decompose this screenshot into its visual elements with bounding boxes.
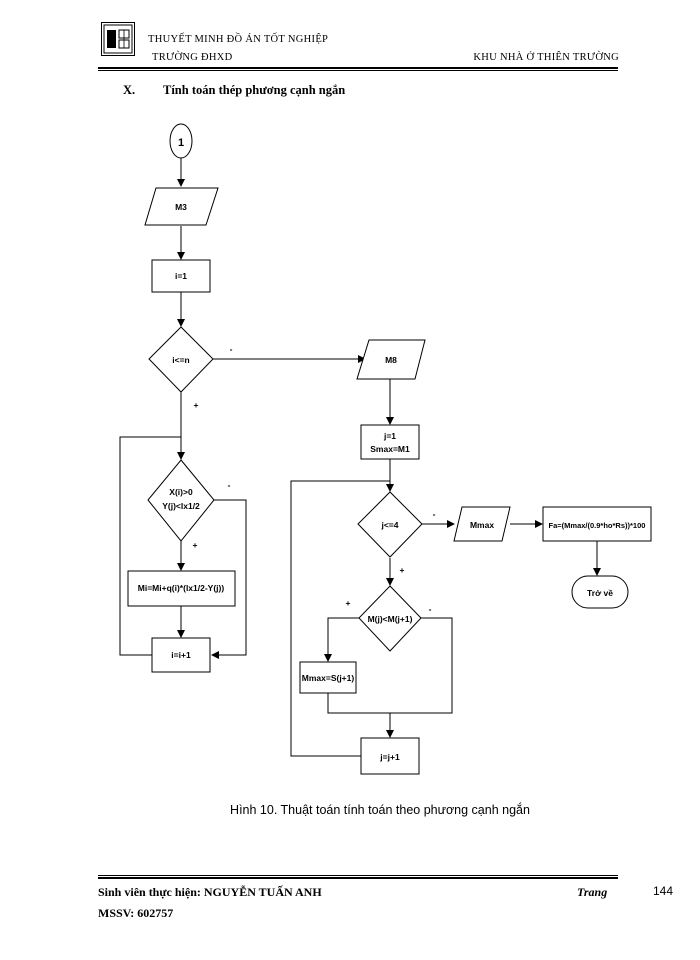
process-i-init — [151, 259, 211, 293]
connector — [327, 693, 390, 714]
section-number: X. — [123, 83, 136, 97]
header-project: KHU NHÀ Ở THIÊN TRƯỜNG — [473, 52, 619, 63]
branch-plus-j: + — [400, 565, 405, 575]
process-mmax-assign — [299, 661, 357, 694]
branch-minus-m: - — [429, 604, 432, 614]
branch-plus-i: + — [194, 400, 199, 410]
cond-x-label: X(i)>0 — [169, 487, 193, 497]
cond-y-label: Y(j)<lx1/2 — [162, 501, 200, 511]
connector — [211, 499, 247, 659]
footer-rule — [98, 877, 618, 879]
figure-caption: Hình 10. Thuật toán tính toán theo phươn… — [230, 803, 530, 817]
j-inc-label: j=j+1 — [379, 752, 400, 762]
footer-mssv: MSSV: 602757 — [98, 906, 174, 920]
process-j-inc — [360, 737, 420, 775]
loop-back-j — [290, 480, 390, 757]
university-logo — [101, 22, 135, 56]
branch-plus-x: + — [193, 540, 198, 550]
process-i-inc — [151, 637, 211, 673]
branch-minus-i: - — [230, 344, 233, 354]
m8-label: M8 — [385, 355, 397, 365]
mmax-assign-label: Mmax=S(j+1) — [302, 673, 355, 683]
loop-back-i — [119, 436, 181, 656]
output-mmax — [453, 506, 511, 542]
footer-student: Sinh viên thực hiện: NGUYỄN TUẤN ANH — [98, 885, 322, 899]
fa-label: Fa=(Mmax/(0.9*ho*Rs))*100 — [549, 521, 646, 530]
j-init-label: j=1 — [383, 431, 396, 441]
process-j-init — [360, 424, 420, 460]
process-fa — [542, 506, 652, 542]
input-m3 — [144, 187, 219, 226]
header-doc-title: THUYẾT MINH ĐỒ ÁN TỐT NGHIỆP — [148, 34, 329, 45]
process-mi-update — [127, 570, 236, 607]
branch-minus-j: - — [433, 509, 436, 519]
footer-trang: Trang — [577, 885, 608, 899]
i-init-label: i=1 — [175, 271, 187, 281]
connector — [390, 617, 453, 714]
start-connector — [169, 123, 193, 159]
m3-label: M3 — [175, 202, 187, 212]
cond-i-label: i<=n — [172, 355, 189, 365]
i-inc-label: i=i+1 — [171, 650, 191, 660]
footer-rule-thin — [98, 875, 618, 876]
mmax-output-label: Mmax — [470, 520, 494, 530]
header-rule-thin — [98, 70, 618, 71]
section-title: Tính toán thép phương cạnh ngắn — [163, 83, 346, 97]
mi-update-label: Mi=Mi+q(i)*(lx1/2-Y(j)) — [138, 583, 225, 593]
input-m8 — [356, 339, 426, 380]
decision-j-le-4 — [357, 491, 423, 558]
branch-plus-m: + — [346, 598, 351, 608]
connector — [324, 617, 359, 662]
header-rule — [98, 67, 618, 69]
branch-minus-x: - — [228, 480, 231, 490]
page-number: 144 — [653, 884, 674, 898]
decision-m-compare — [358, 585, 422, 652]
cond-j-label: j<=4 — [380, 520, 398, 530]
terminal-tro-ve — [571, 575, 629, 609]
tro-ve-label: Trở về — [587, 588, 613, 598]
header-school: TRƯỜNG ĐHXD — [152, 52, 233, 63]
decision-x-y — [147, 459, 215, 542]
logo-emblem-icon — [103, 24, 133, 54]
start-label: 1 — [178, 137, 184, 149]
smax-init-label: Smax=M1 — [370, 444, 410, 454]
decision-i-le-n — [148, 326, 214, 393]
cond-m-label: M(j)<M(j+1) — [368, 614, 413, 624]
